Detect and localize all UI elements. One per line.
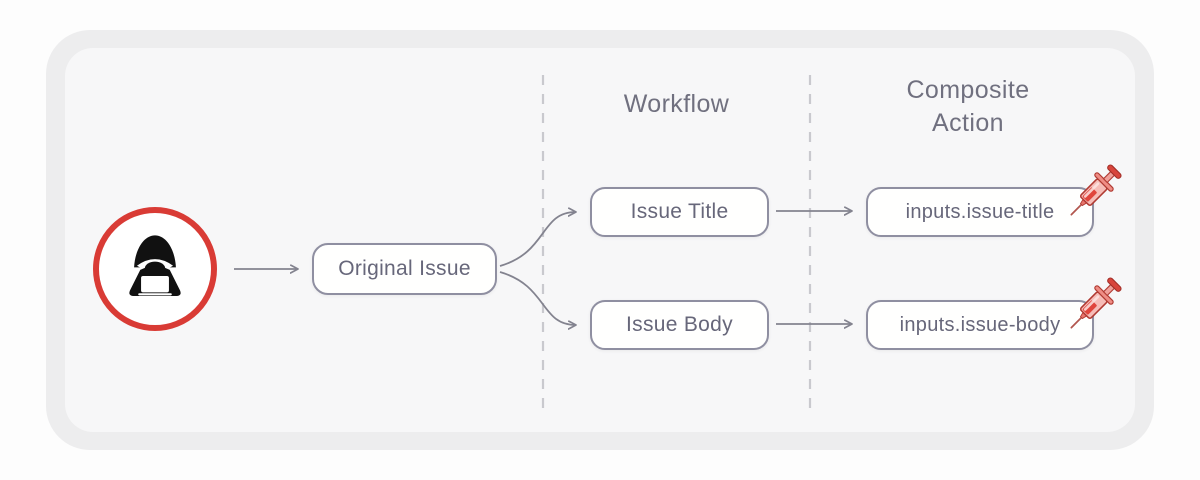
attacker-avatar [93, 207, 217, 331]
node-inputs-issue-title-label: inputs.issue-title [905, 200, 1055, 223]
workflow-header-label: Workflow [623, 90, 730, 118]
node-issue-body-label: Issue Body [626, 313, 733, 336]
node-issue-title-label: Issue Title [630, 200, 729, 223]
node-inputs-issue-body: inputs.issue-body [866, 300, 1094, 350]
node-inputs-issue-body-label: inputs.issue-body [899, 313, 1061, 336]
node-original-issue: Original Issue [312, 243, 497, 295]
diagram-card [46, 30, 1154, 450]
syringe-icon [1070, 277, 1122, 329]
diagram-card-inner [65, 48, 1135, 432]
node-issue-body: Issue Body [590, 300, 769, 350]
syringe-icon [1070, 164, 1122, 216]
composite-action-column-header: Composite Action [848, 74, 1088, 140]
composite-header-line1: Composite [906, 76, 1030, 104]
composite-header-line2: Action [932, 109, 1004, 137]
hacker-icon [129, 235, 181, 297]
workflow-column-header: Workflow [543, 88, 810, 121]
node-original-issue-label: Original Issue [338, 257, 471, 280]
node-issue-title: Issue Title [590, 187, 769, 237]
node-inputs-issue-title: inputs.issue-title [866, 187, 1094, 237]
